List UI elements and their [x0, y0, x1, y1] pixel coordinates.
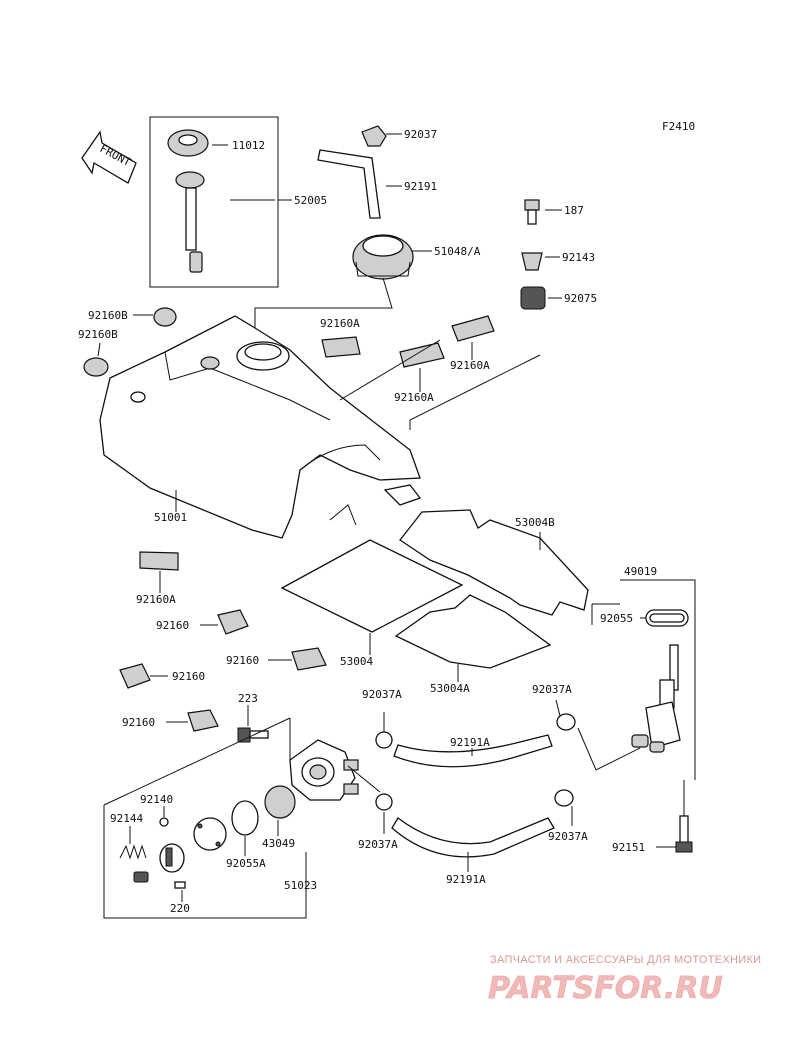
fuel-cock-49019 — [631, 644, 681, 753]
pad-92160a-2 — [399, 342, 445, 368]
label-92160-3: 92160 — [172, 670, 205, 683]
clip-92160-4 — [187, 709, 219, 732]
label-52005: 52005 — [294, 194, 327, 207]
label-223: 223 — [238, 692, 258, 705]
collar-92143 — [521, 252, 543, 271]
label-92144: 92144 — [110, 812, 143, 825]
fuel-valve-body-51023 — [289, 739, 359, 801]
clip-92160-1 — [217, 609, 249, 635]
label-53004b: 53004B — [515, 516, 555, 529]
label-92143: 92143 — [562, 251, 595, 264]
gauge-52005 — [175, 171, 205, 273]
clip-92037 — [361, 125, 387, 147]
label-92140: 92140 — [140, 793, 173, 806]
pad-92160a-1 — [321, 336, 361, 358]
cover-43049 — [264, 785, 296, 819]
label-92160b-1: 92160B — [88, 309, 128, 322]
label-51001: 51001 — [154, 511, 187, 524]
watermark-brand: PARTSFOR.RU — [488, 971, 723, 1006]
pad-92160a-4 — [139, 551, 179, 571]
label-92191a-2: 92191A — [446, 873, 486, 886]
label-92191a-1: 92191A — [450, 736, 490, 749]
clamp-92037a-4 — [554, 789, 574, 807]
clip-92160-3 — [119, 663, 151, 689]
pad-53004b — [399, 509, 589, 616]
label-92037a-4: 92037A — [548, 830, 588, 843]
label-92075: 92075 — [564, 292, 597, 305]
label-92055a: 92055A — [226, 857, 266, 870]
hose-92191a-1 — [393, 734, 553, 768]
cap-11012 — [167, 129, 209, 157]
label-92160a-1: 92160A — [320, 317, 360, 330]
hose-92191a-2 — [391, 817, 555, 858]
fuel-tank-51001 — [99, 315, 422, 539]
grommet-92160b-1 — [153, 307, 177, 327]
label-92037a-3: 92037A — [358, 838, 398, 851]
label-51023: 51023 — [284, 879, 317, 892]
gasket-92055 — [645, 609, 689, 627]
label-92055: 92055 — [600, 612, 633, 625]
label-92191: 92191 — [404, 180, 437, 193]
hose-92191 — [317, 149, 381, 219]
screw-92151 — [675, 815, 693, 853]
grommet-92160b-2 — [83, 357, 109, 377]
label-92160-4: 92160 — [122, 716, 155, 729]
label-51048: 51048/A — [434, 245, 481, 258]
screw-220 — [174, 881, 186, 889]
label-92151: 92151 — [612, 841, 645, 854]
label-92037a-1: 92037A — [362, 688, 402, 701]
ball-92140 — [159, 817, 169, 827]
label-92160a-3: 92160A — [450, 359, 490, 372]
label-53004a: 53004A — [430, 682, 470, 695]
label-220: 220 — [170, 902, 190, 915]
figure-code: F2410 — [662, 120, 695, 133]
pad-53004 — [280, 539, 464, 633]
watermark: ЗАПЧАСТИ И АКСЕССУАРЫ ДЛЯ МОТОТЕХНИКИ PA… — [488, 954, 761, 1006]
label-92160-2: 92160 — [226, 654, 259, 667]
spring-92144 — [119, 844, 147, 860]
label-49019: 49019 — [624, 565, 657, 578]
label-92160b-2: 92160B — [78, 328, 118, 341]
pad-92160a-3 — [451, 315, 495, 342]
valve-lever — [133, 817, 227, 883]
clamp-92037a-1 — [375, 731, 393, 749]
label-43049: 43049 — [262, 837, 295, 850]
label-92160a-4: 92160A — [136, 593, 176, 606]
clamp-92037a-3 — [375, 793, 393, 811]
bolt-187 — [524, 199, 540, 225]
label-92160a-2: 92160A — [394, 391, 434, 404]
label-92037a-2: 92037A — [532, 683, 572, 696]
label-11012: 11012 — [232, 139, 265, 152]
label-187: 187 — [564, 204, 584, 217]
front-arrow-icon: FRONT — [81, 130, 137, 184]
watermark-tagline: ЗАПЧАСТИ И АКСЕССУАРЫ ДЛЯ МОТОТЕХНИКИ — [490, 954, 761, 966]
bracket-box-52005 — [149, 116, 279, 288]
label-92160-1: 92160 — [156, 619, 189, 632]
clip-92160-2 — [291, 647, 327, 671]
damper-92075 — [520, 286, 546, 310]
pad-53004a — [394, 594, 552, 669]
label-53004: 53004 — [340, 655, 373, 668]
o-ring-92055a — [231, 800, 259, 836]
fuel-cap-51048 — [352, 234, 414, 280]
clamp-92037a-2 — [556, 713, 576, 731]
label-92037: 92037 — [404, 128, 437, 141]
